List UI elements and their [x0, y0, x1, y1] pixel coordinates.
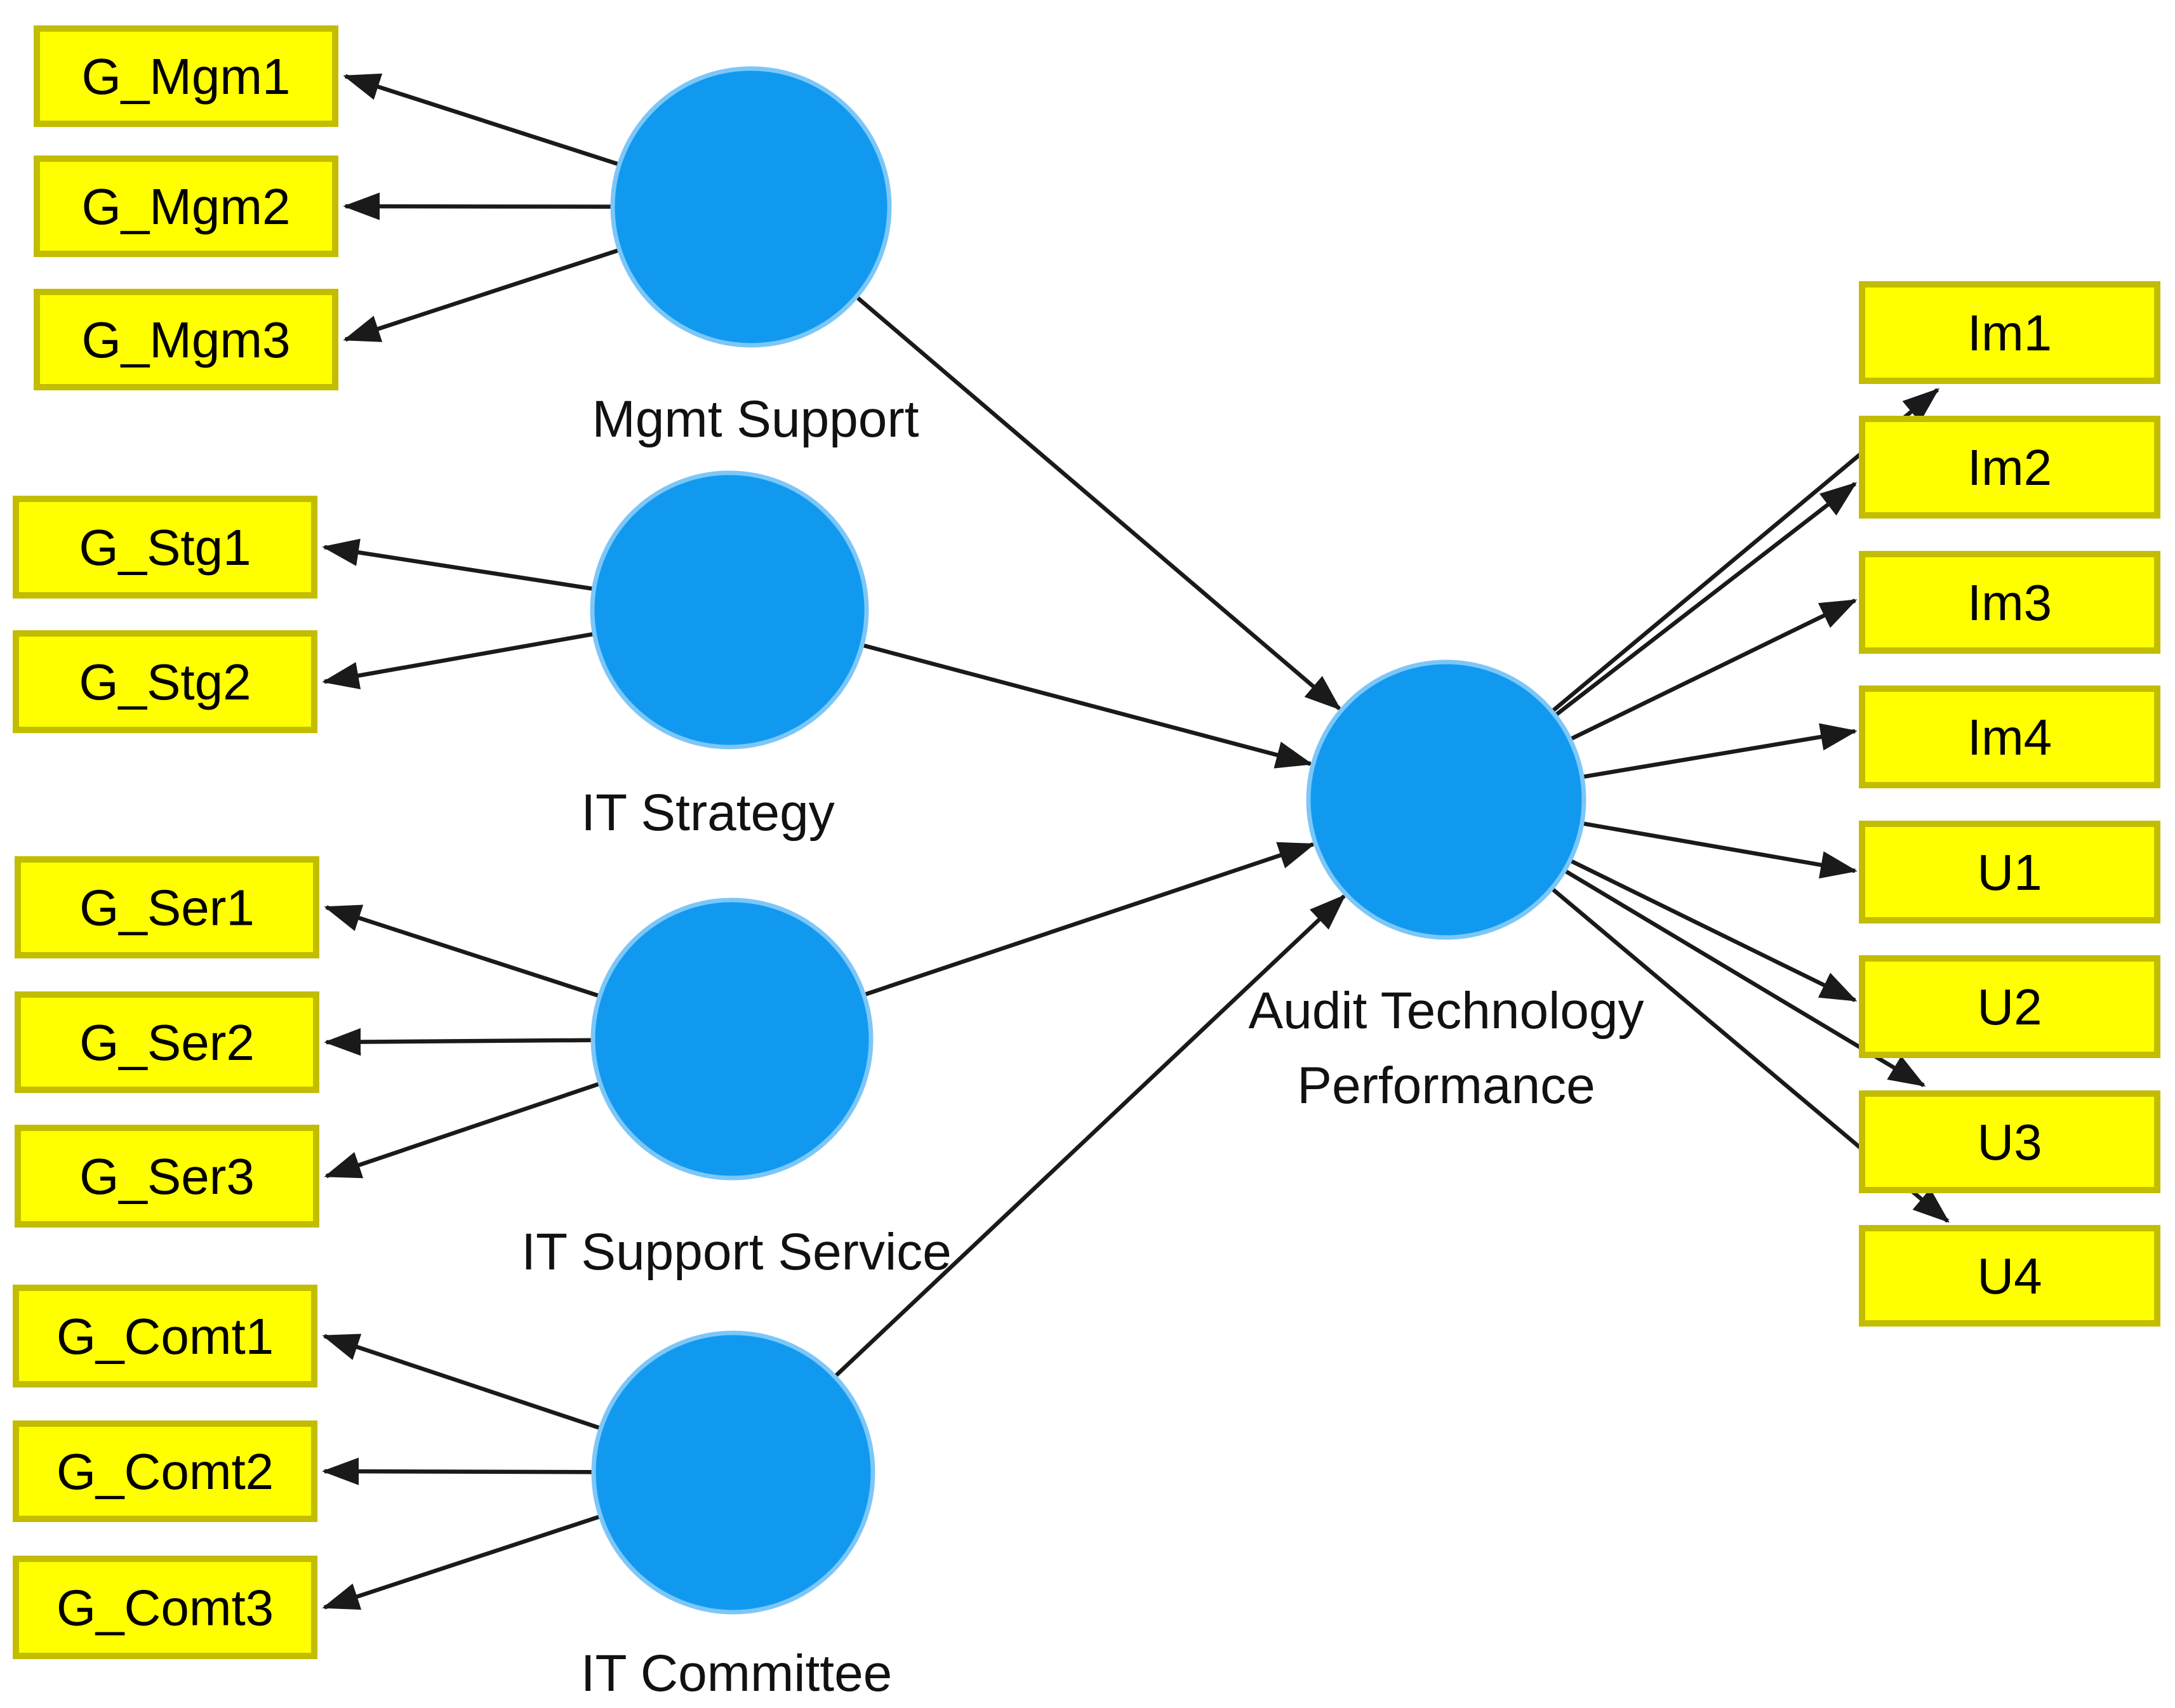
indicator-box-U1[interactable]: [1859, 821, 2160, 924]
indicator-box-G_Mgm3[interactable]: [34, 289, 338, 390]
indicator-label-Im2: Im2: [1967, 439, 2052, 496]
indicator-label-U1: U1: [1977, 844, 2042, 901]
latent-label-mgmt_support: Mgmt Support: [592, 390, 919, 448]
indicator-label-G_Mgm3: G_Mgm3: [82, 312, 291, 368]
indicator-label-G_Ser1: G_Ser1: [79, 880, 255, 936]
indicator-label-G_Comt2: G_Comt2: [57, 1443, 274, 1500]
latent-circle-mgmt_support[interactable]: [610, 66, 892, 348]
indicator-label-Im4: Im4: [1967, 709, 2052, 765]
indicator-label-U4: U4: [1977, 1248, 2042, 1304]
latent-circle-it_strategy[interactable]: [590, 470, 869, 750]
indicator-box-G_Comt1[interactable]: [13, 1285, 317, 1387]
indicator-box-Im4[interactable]: [1859, 685, 2160, 788]
indicator-label-Im1: Im1: [1967, 305, 2052, 361]
indicator-box-G_Mgm1[interactable]: [34, 25, 338, 127]
indicator-box-G_Comt3[interactable]: [13, 1556, 317, 1659]
indicator-box-G_Comt2[interactable]: [13, 1420, 317, 1522]
edges-layer: [322, 73, 1950, 1610]
indicator-label-G_Stg1: G_Stg1: [79, 519, 251, 576]
latent-label-it_support_service: IT Support Service: [521, 1223, 952, 1281]
indicator-box-Im3[interactable]: [1859, 551, 2160, 654]
latent-circle-it_support_service[interactable]: [590, 897, 874, 1181]
latent-label-audit_technology_performance-line1: Audit Technology: [1248, 982, 1644, 1040]
indicator-box-G_Stg2[interactable]: [13, 630, 317, 733]
indicator-label-G_Comt1: G_Comt1: [57, 1308, 274, 1365]
indicator-label-U2: U2: [1977, 979, 2042, 1035]
latent-circle-it_committee[interactable]: [591, 1330, 875, 1615]
indicator-label-G_Stg2: G_Stg2: [79, 654, 251, 710]
indicator-box-G_Ser1[interactable]: [15, 856, 319, 958]
indicator-label-G_Mgm1: G_Mgm1: [82, 48, 291, 105]
indicator-label-U3: U3: [1977, 1114, 2042, 1170]
labels-layer: G_Mgm1G_Mgm2G_Mgm3G_Stg1G_Stg2G_Ser1G_Se…: [57, 48, 2052, 1702]
indicator-box-U4[interactable]: [1859, 1225, 2160, 1327]
indicator-box-G_Mgm2[interactable]: [34, 156, 338, 257]
indicator-box-G_Stg1[interactable]: [13, 496, 317, 599]
indicator-label-Im3: Im3: [1967, 574, 2052, 631]
nodes-layer: [13, 25, 2160, 1659]
indicator-label-G_Comt3: G_Comt3: [57, 1580, 274, 1636]
indicator-box-Im1[interactable]: [1859, 281, 2160, 384]
latent-label-audit_technology_performance-line2: Performance: [1297, 1057, 1595, 1115]
indicator-box-U3[interactable]: [1859, 1090, 2160, 1193]
indicator-box-U2[interactable]: [1859, 955, 2160, 1058]
indicator-label-G_Ser3: G_Ser3: [79, 1148, 255, 1205]
indicator-box-G_Ser3[interactable]: [15, 1125, 319, 1228]
indicator-label-G_Mgm2: G_Mgm2: [82, 178, 291, 235]
indicator-box-G_Ser2[interactable]: [15, 991, 319, 1093]
latent-circle-audit_technology_performance[interactable]: [1306, 659, 1586, 940]
indicator-label-G_Ser2: G_Ser2: [79, 1014, 255, 1071]
indicator-box-Im2[interactable]: [1859, 416, 2160, 519]
latent-label-it_strategy: IT Strategy: [581, 784, 835, 842]
latent-label-it_committee: IT Committee: [581, 1645, 893, 1702]
